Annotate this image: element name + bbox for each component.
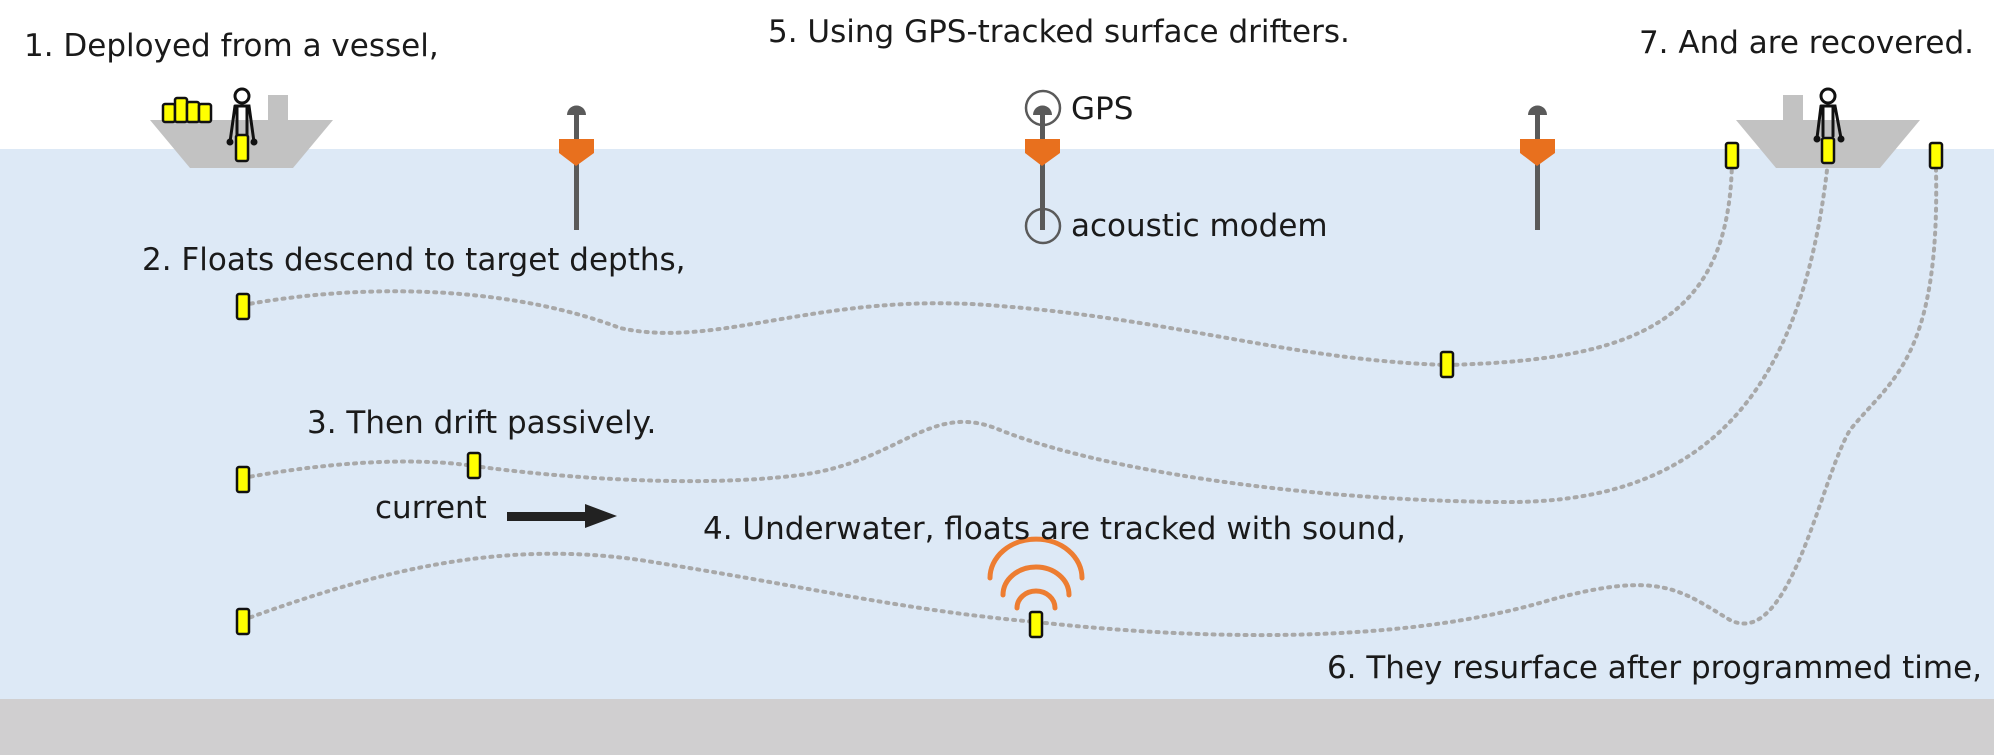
deployment-vessel [150, 87, 333, 168]
float-icon [1820, 136, 1836, 165]
drifter-float-icon [559, 139, 594, 166]
float-icon [1724, 141, 1740, 170]
gps-antenna-icon [1033, 105, 1052, 115]
gps-antenna-icon [1528, 105, 1547, 115]
sky [0, 0, 1994, 149]
vessel-cabin [268, 95, 288, 120]
water [0, 149, 1994, 699]
step-5-label: 5. Using GPS-tracked surface drifters. [768, 14, 1350, 50]
drifter-float-icon [1025, 139, 1060, 166]
surface-drifter-left [559, 105, 594, 230]
drifter-mast [1535, 112, 1540, 230]
gps-label: GPS [1071, 91, 1133, 127]
stacked-float-icon [197, 102, 213, 124]
person-hand [1837, 135, 1845, 143]
surface-drifter-right [1520, 105, 1555, 230]
gps-antenna-icon [567, 105, 586, 115]
drifter-float-icon [1520, 139, 1555, 166]
gps-callout-ring [1024, 89, 1062, 127]
trajectory-shallow [241, 158, 1734, 368]
step-7-label: 7. And are recovered. [1639, 25, 1974, 61]
recovery-vessel [1736, 87, 1920, 168]
float-icon [466, 451, 482, 480]
seafloor [0, 699, 1994, 755]
vessel-cabin [1783, 95, 1803, 120]
drifter-mast [574, 112, 579, 230]
step-2-label: 2. Floats descend to target depths, [142, 242, 686, 278]
step-3-label: 3. Then drift passively. [307, 405, 656, 441]
step-6-label: 6. They resurface after programmed time, [1327, 650, 1982, 686]
surface-drifter-center [1024, 89, 1062, 245]
step-1-label: 1. Deployed from a vessel, [24, 28, 439, 64]
float-icon [235, 292, 251, 321]
stacked-float-icon [161, 102, 177, 124]
float-icon [1028, 610, 1044, 639]
float-stack [161, 96, 213, 124]
current-label: current [375, 490, 487, 526]
current-arrow-icon [507, 504, 617, 528]
person-hand [250, 138, 258, 146]
crew-person-icon [228, 87, 256, 144]
float-icon [1928, 141, 1944, 170]
step-4-label: 4. Underwater, floats are tracked with s… [703, 511, 1406, 547]
float-icon [1439, 350, 1455, 379]
float-icon [235, 607, 251, 636]
acoustic-signal-icon [987, 536, 1085, 611]
person-hand [1813, 135, 1821, 143]
stacked-float-icon [185, 100, 201, 124]
float-icon [235, 465, 251, 494]
drifter-mast [1040, 112, 1045, 230]
modem-callout-ring [1024, 207, 1062, 245]
stacked-float-icon [173, 96, 189, 124]
crew-person-icon [1815, 87, 1843, 140]
float-icon [234, 133, 250, 163]
acoustic-modem-label: acoustic modem [1071, 208, 1328, 244]
trajectory-deep [241, 168, 1939, 638]
person-hand [226, 138, 234, 146]
